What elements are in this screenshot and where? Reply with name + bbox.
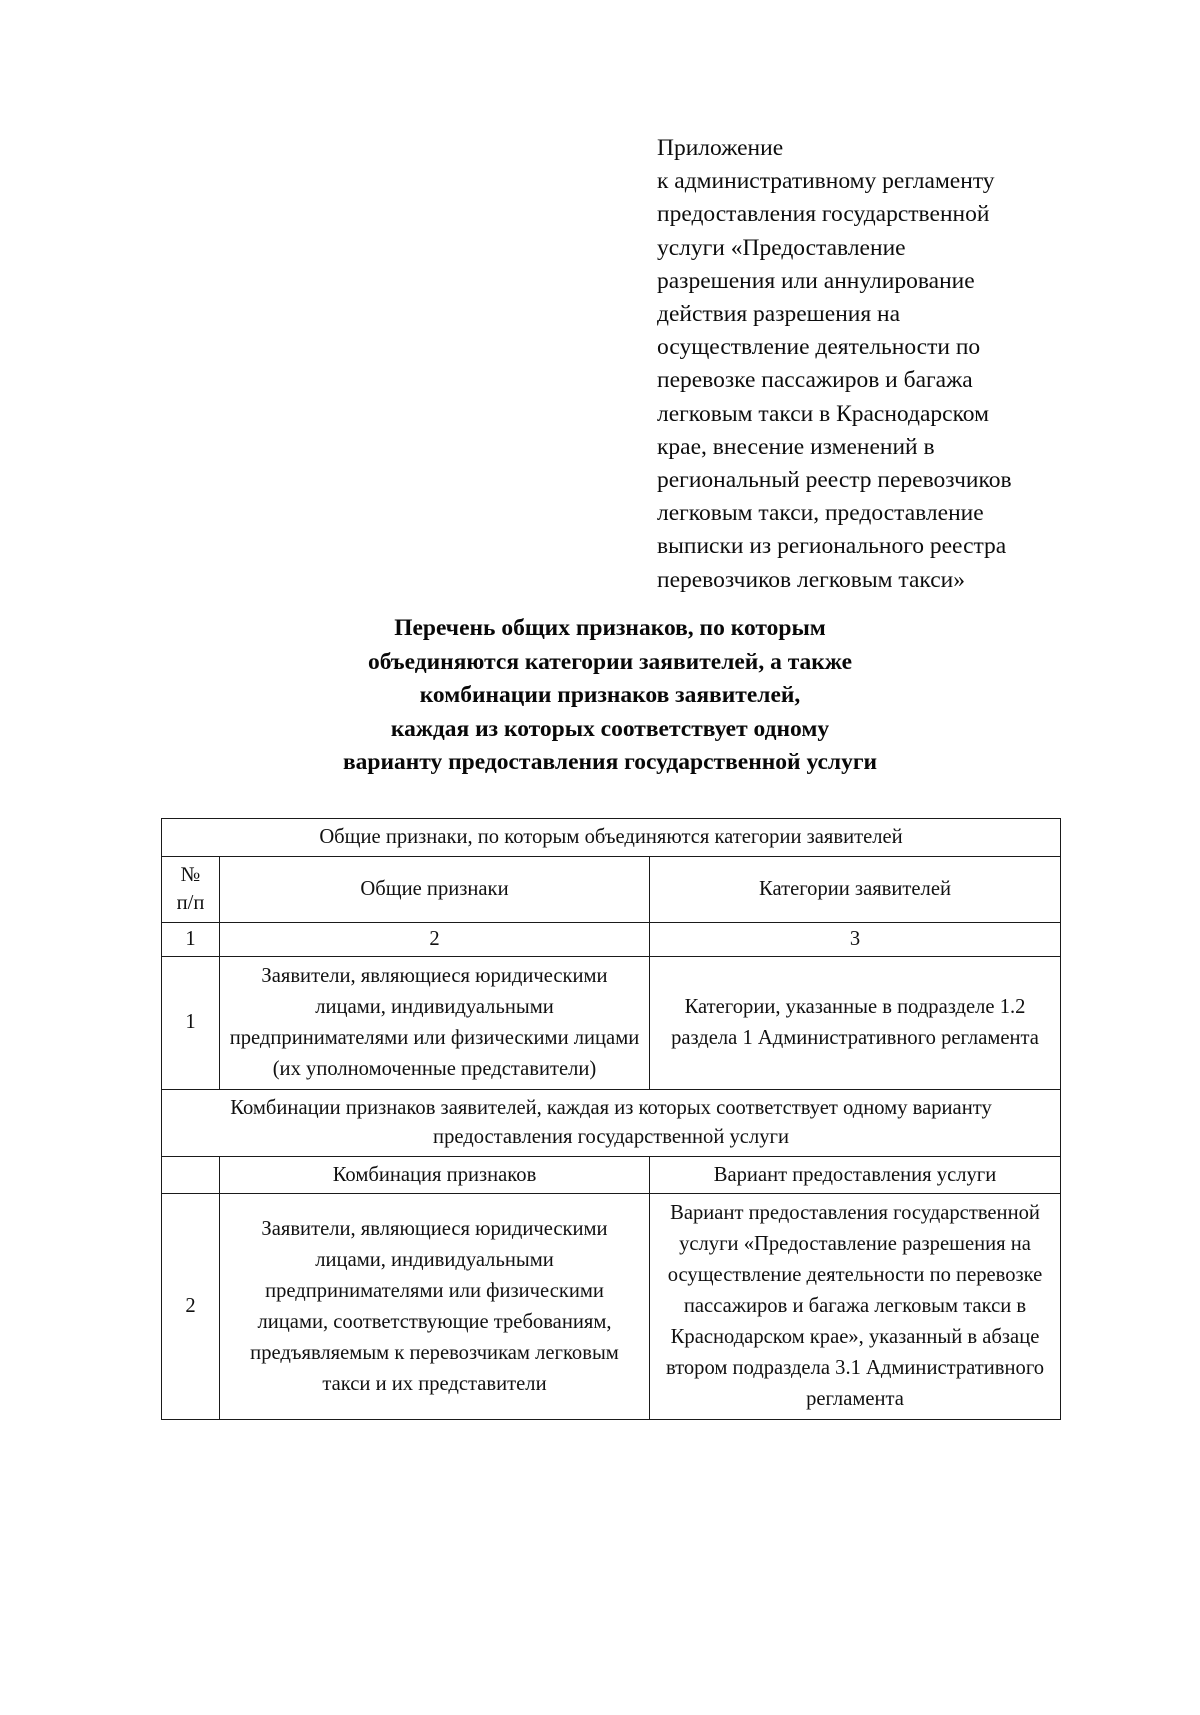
features-table: Общие признаки, по которым объединяются …	[160, 818, 1062, 1421]
appendix-line-2: к административному регламенту	[657, 168, 995, 195]
column-number-1: 1	[161, 921, 220, 957]
appendix-line-1: Приложение	[657, 135, 784, 161]
title-line-2: объединяются категории заявителей, а так…	[368, 648, 852, 675]
header-number-empty	[161, 1155, 220, 1195]
band-combinations: Комбинации признаков заявителей, каждая …	[160, 1088, 1062, 1157]
row-1-common-features: Заявители, являющиеся юридическими лицам…	[219, 955, 650, 1090]
band-common-features: Общие признаки, по которым объединяются …	[160, 818, 1062, 857]
header-number: № п/п	[161, 855, 220, 923]
title-line-3: комбинации признаков заявителей,	[419, 682, 801, 708]
header-applicant-categories: Категории заявителей	[648, 855, 1062, 923]
column-number-2: 2	[219, 921, 650, 957]
table-row-band-common: Общие признаки, по которым объединяются …	[160, 818, 1062, 857]
row-number-1: 1	[161, 955, 220, 1090]
appendix-line-3: предоставления государственной	[657, 201, 990, 228]
appendix-line-6: действия разрешения на	[657, 301, 901, 328]
row-2-variant: Вариант предоставления государственной у…	[648, 1193, 1062, 1421]
appendix-line-9: легковым такси в Краснодарском	[657, 400, 989, 427]
appendix-line-12: легковым такси, предоставление	[657, 500, 984, 527]
features-table-wrapper: Общие признаки, по которым объединяются …	[160, 818, 1062, 1421]
appendix-line-10: крае, внесение изменений в	[657, 433, 935, 460]
appendix-line-4: услуги «Предоставление	[657, 234, 906, 261]
table-row-band-combinations: Комбинации признаков заявителей, каждая …	[160, 1088, 1062, 1157]
page-title: Перечень общих признаков, по которым объ…	[180, 612, 1040, 780]
table-row: 1 Заявители, являющиеся юридическими лиц…	[161, 955, 1062, 1090]
appendix-line-7: осуществление деятельности по	[657, 334, 981, 361]
header-combination: Комбинация признаков	[219, 1155, 650, 1195]
title-line-1: Перечень общих признаков, по которым	[394, 615, 826, 641]
row-number-2: 2	[161, 1193, 220, 1421]
title-line-4: каждая из которых соответствует одному	[390, 715, 830, 742]
appendix-line-11: региональный реестр перевозчиков	[657, 467, 1012, 494]
header-common-features: Общие признаки	[219, 855, 650, 923]
table-row-column-headers: № п/п Общие признаки Категории заявителе…	[161, 855, 1062, 923]
appendix-line-8: перевозке пассажиров и багажа	[657, 367, 973, 394]
table-row-column-headers-2: Комбинация признаков Вариант предоставле…	[161, 1155, 1062, 1195]
table-row-column-numbers: 1 2 3	[161, 921, 1062, 957]
appendix-line-13: выписки из регионального реестра	[657, 533, 1007, 560]
row-1-applicant-categories: Категории, указанные в подразделе 1.2 ра…	[648, 955, 1062, 1090]
row-2-combination: Заявители, являющиеся юридическими лицам…	[219, 1193, 650, 1421]
appendix-reference-block: Приложение к административному регламент…	[657, 132, 1057, 597]
table-row: 2 Заявители, являющиеся юридическими лиц…	[161, 1193, 1062, 1421]
title-line-5: варианту предоставления государственной …	[342, 749, 878, 775]
appendix-line-14: перевозчиков легковым такси»	[657, 566, 966, 593]
appendix-line-5: разрешения или аннулирование	[657, 267, 975, 294]
header-variant: Вариант предоставления услуги	[648, 1155, 1062, 1195]
column-number-3: 3	[648, 921, 1062, 957]
